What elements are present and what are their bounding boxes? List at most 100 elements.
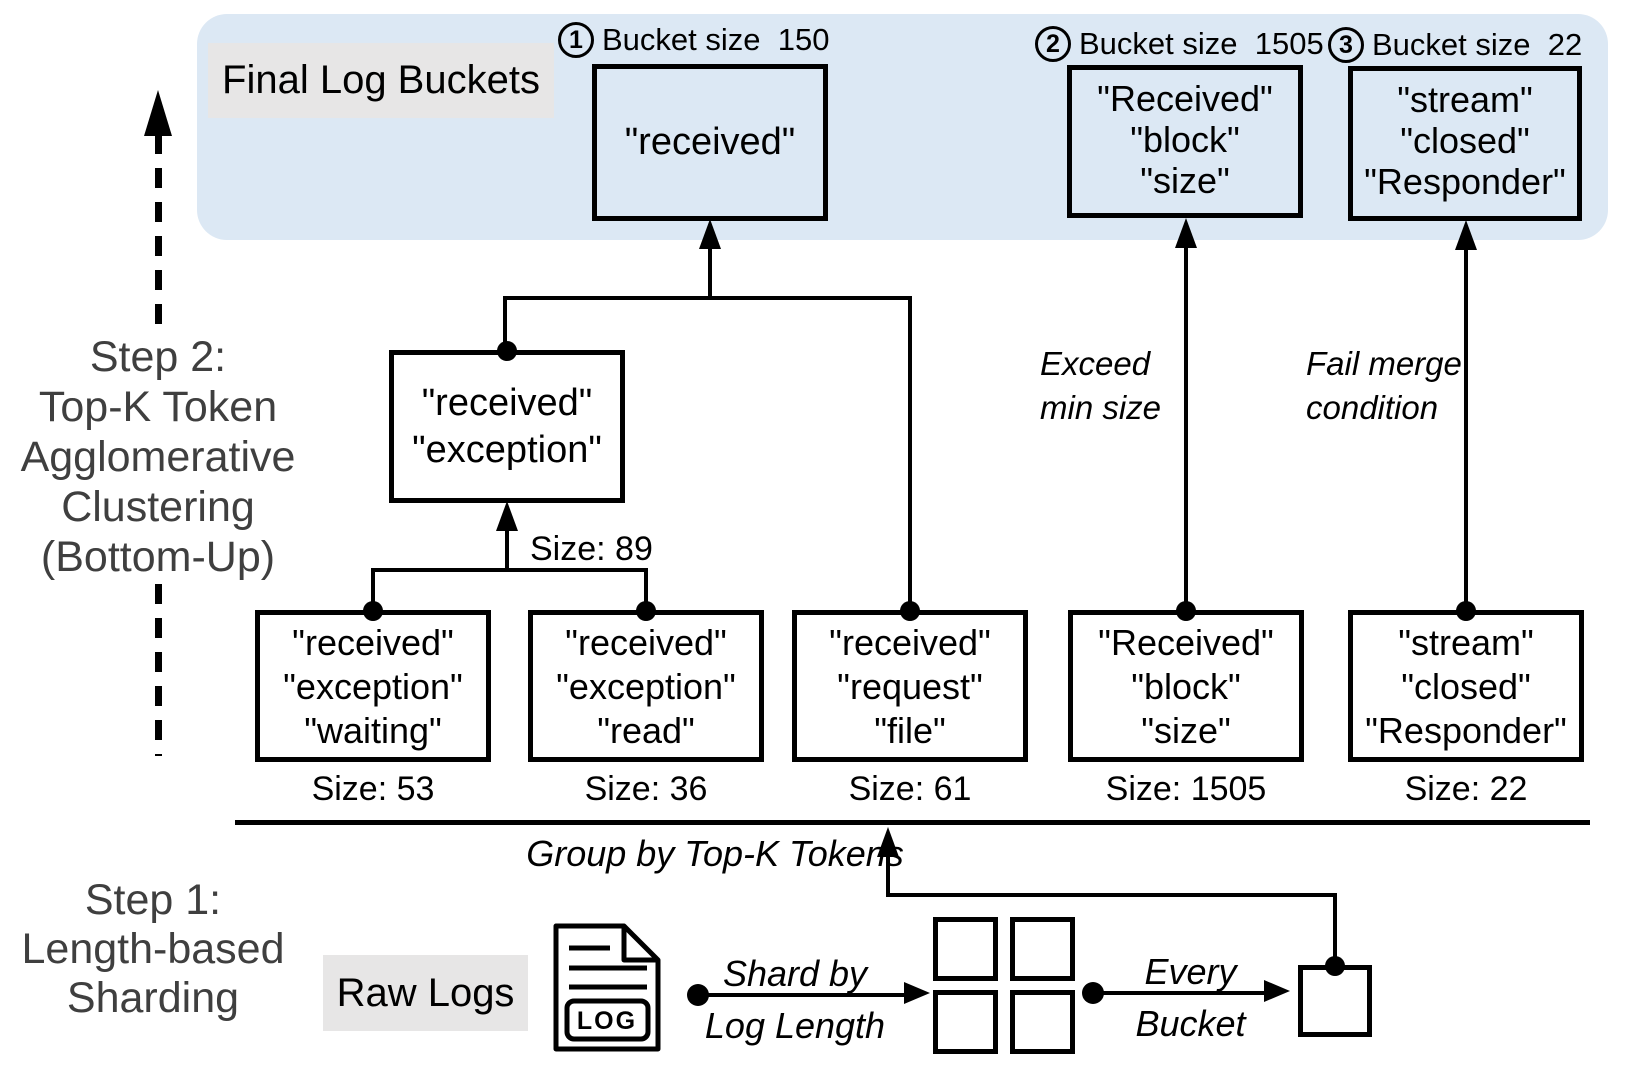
annotation-line: min size <box>1040 389 1162 426</box>
shard-square <box>933 917 998 981</box>
arrow-line-exceed <box>1184 246 1188 612</box>
token-line: "exception" <box>412 429 602 471</box>
annotation-line: Fail merge <box>1306 345 1462 382</box>
step1-label: Step 1: Length-based Sharding <box>5 876 301 1023</box>
junction-dot <box>363 601 383 621</box>
divider-line <box>235 820 1590 825</box>
dashed-arrowhead-icon <box>144 90 172 136</box>
final-buckets-label: Final Log Buckets <box>208 43 554 118</box>
bucket2-header: 2 Bucket size 1505 <box>1035 26 1324 62</box>
junction-dot <box>1176 601 1196 621</box>
step2-line: Step 2: <box>89 333 227 381</box>
leaf5-box: "stream" "closed" "Responder" <box>1348 610 1584 762</box>
step2-label: Step 2: Top-K Token Agglomerative Cluste… <box>5 332 311 582</box>
shard-square <box>933 990 998 1054</box>
token-line: "read" <box>597 710 695 751</box>
bucket3-size-label: Bucket size 22 <box>1372 27 1583 62</box>
token-line: "block" <box>1130 119 1240 160</box>
shard-line: Shard by <box>722 953 868 994</box>
token-line: "Received" <box>1098 622 1274 663</box>
step2-line: Agglomerative <box>20 433 296 481</box>
leaf1-size-label: Size: 53 <box>311 770 435 808</box>
circled-number-3: 3 <box>1328 27 1364 63</box>
annotation-line: condition <box>1306 389 1439 426</box>
circled-number-2: 2 <box>1035 26 1071 62</box>
junction-dot <box>497 341 517 361</box>
token-line: "received" <box>565 622 727 663</box>
group-by-arrow-line <box>886 852 890 895</box>
junction-dot <box>1325 956 1345 976</box>
bucket1-header: 1 Bucket size 150 <box>558 22 829 58</box>
leaf5-size-label: Size: 22 <box>1404 770 1528 808</box>
leaf4-size-label: Size: 1505 <box>1105 770 1267 808</box>
arrow-line-fail <box>1464 248 1468 612</box>
log-document-icon: LOG <box>553 923 661 1052</box>
connector-to-merge-box <box>503 296 507 354</box>
raw-logs-label: Raw Logs <box>323 955 528 1031</box>
token-line: "stream" <box>1397 79 1533 120</box>
bucket1-box: "received" <box>592 64 828 221</box>
merge-box: "received" "exception" <box>389 350 625 503</box>
connector-bottom-horizontal <box>886 893 1337 897</box>
token-line: "size" <box>1141 710 1231 751</box>
step2-line: (Bottom-Up) <box>40 533 276 581</box>
bucket3-header: 3 Bucket size 22 <box>1328 27 1582 63</box>
merge-arrow-line <box>505 528 509 572</box>
leaf2-box: "received" "exception" "read" <box>528 610 764 762</box>
token-line: "closed" <box>1401 666 1531 707</box>
fail-merge-annotation: Fail merge condition <box>1306 342 1462 430</box>
step1-line: Step 1: <box>84 876 222 924</box>
shard-square <box>1010 917 1075 981</box>
connector-to-leaf3 <box>908 296 912 614</box>
every-line: Bucket <box>1135 1003 1246 1044</box>
junction-dot <box>1456 601 1476 621</box>
leaf3-box: "received" "request" "file" <box>792 610 1028 762</box>
dashed-line-upper <box>155 134 162 326</box>
connector-small-square <box>1333 893 1337 967</box>
step1-line: Sharding <box>66 974 240 1022</box>
every-bucket-label: Every Bucket <box>1103 951 1278 1045</box>
every-bucket-arrowhead <box>1264 980 1290 1002</box>
arrowhead-group-by <box>877 827 899 857</box>
bucket3-box: "stream" "closed" "Responder" <box>1348 66 1582 221</box>
bucket2-size-label: Bucket size 1505 <box>1079 26 1324 61</box>
junction-dot <box>636 601 656 621</box>
arrowhead-bucket3 <box>1455 220 1477 250</box>
token-line: "file" <box>874 710 946 751</box>
step2-line: Top-K Token <box>38 383 278 431</box>
merge-size-label: Size: 89 <box>530 530 653 568</box>
shard-square <box>1010 990 1075 1054</box>
shard-line: Log Length <box>704 1005 886 1046</box>
token-line: "Responder" <box>1364 161 1566 202</box>
token-line: "exception" <box>283 666 463 707</box>
token-line: "received" <box>421 382 593 424</box>
junction-dot <box>900 601 920 621</box>
shard-arrowhead <box>904 982 930 1004</box>
exceed-min-size-annotation: Exceed min size <box>1040 342 1161 430</box>
token-line: "closed" <box>1400 120 1530 161</box>
step2-line: Clustering <box>61 483 255 531</box>
token-line: "request" <box>837 666 983 707</box>
token-line: "exception" <box>556 666 736 707</box>
arrowhead-merge-box <box>496 501 518 531</box>
token-line: "received" <box>829 622 991 663</box>
token-line: "received" <box>292 622 454 663</box>
every-line: Every <box>1144 951 1237 992</box>
log-icon-text: LOG <box>577 1007 637 1035</box>
leaf3-size-label: Size: 61 <box>848 770 972 808</box>
connector-to-leaf2 <box>644 568 648 614</box>
connector-to-bucket1 <box>708 244 712 299</box>
group-by-label: Group by Top-K Tokens <box>526 833 904 874</box>
arrowhead-bucket2 <box>1175 218 1197 248</box>
circled-number-1: 1 <box>558 22 594 58</box>
leaf1-box: "received" "exception" "waiting" <box>255 610 491 762</box>
token-line: "Responder" <box>1365 710 1567 751</box>
dashed-line-lower <box>155 584 162 756</box>
token-line: "size" <box>1140 160 1230 201</box>
annotation-line: Exceed <box>1040 345 1151 382</box>
bucket2-box: "Received" "block" "size" <box>1067 65 1303 218</box>
bucket1-size-label: Bucket size 150 <box>602 22 830 57</box>
token-line: "block" <box>1131 666 1241 707</box>
token-line: "waiting" <box>304 710 442 751</box>
